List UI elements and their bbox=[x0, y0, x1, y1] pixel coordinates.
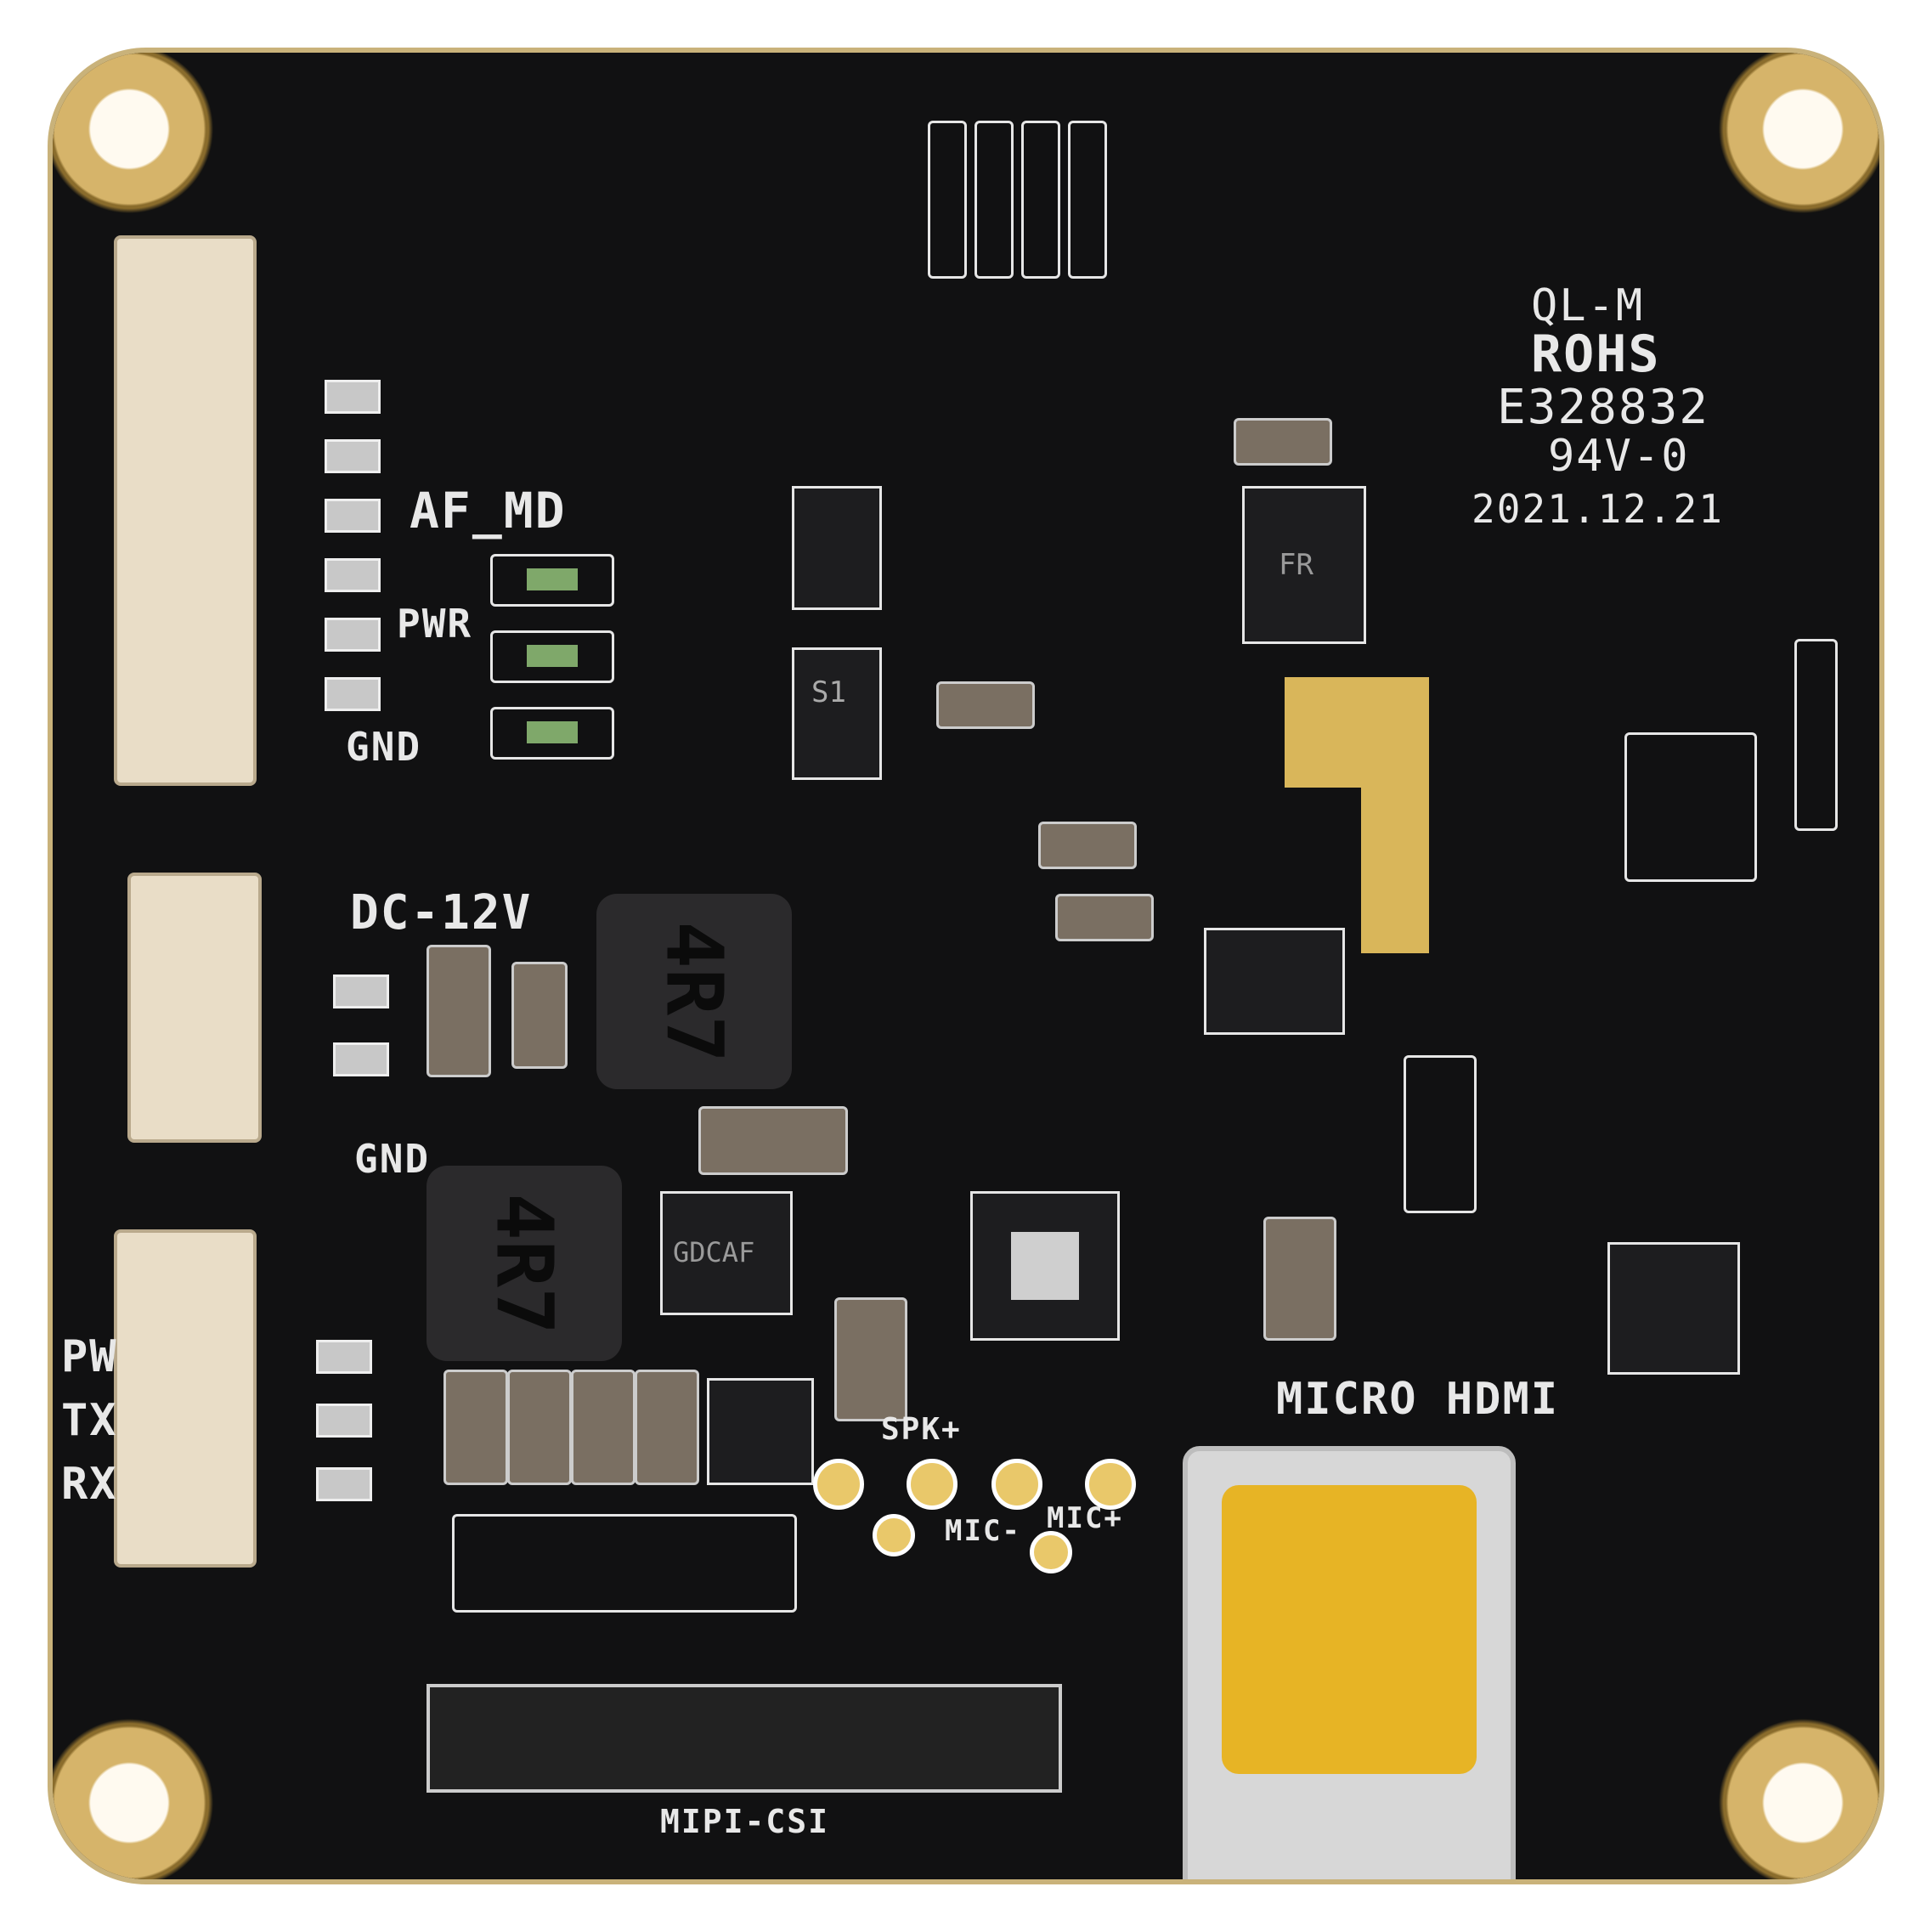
mounting-hole-top-right bbox=[1718, 53, 1879, 214]
connector-uart bbox=[114, 1229, 257, 1568]
silk-tx: TX bbox=[61, 1395, 118, 1446]
silk-date: 2021.12.21 bbox=[1472, 486, 1724, 532]
silk-s1: S1 bbox=[811, 675, 846, 709]
capacitor bbox=[1263, 1217, 1336, 1341]
capacitor bbox=[571, 1370, 636, 1485]
connector-top bbox=[114, 235, 257, 786]
silk-af-md: AF_MD bbox=[410, 482, 567, 539]
circuit-board: QL-M ROHS E328832 94V-0 2021.12.21 AF_MD… bbox=[53, 53, 1879, 1879]
thermal-pad bbox=[1361, 783, 1429, 953]
silk-rating: 94V-0 bbox=[1548, 431, 1690, 482]
connector-uart-pin bbox=[316, 1340, 372, 1374]
silk-ul-code: E328832 bbox=[1497, 380, 1710, 435]
connector-power bbox=[127, 873, 262, 1143]
micro-hdmi-shell bbox=[1222, 1485, 1477, 1774]
silk-mic-minus: MIC- bbox=[945, 1514, 1021, 1548]
buck-converter-chip: GDCAF bbox=[660, 1191, 793, 1315]
connector-power-pin bbox=[333, 974, 389, 1008]
inductor-1-label: 4R7 bbox=[648, 920, 740, 1063]
resistor bbox=[1624, 732, 1757, 882]
inductor-2: 4R7 bbox=[427, 1166, 622, 1361]
connector-uart-pin bbox=[316, 1404, 372, 1438]
silk-chip: GDCAF bbox=[673, 1236, 755, 1268]
inductor-1: 4R7 bbox=[596, 894, 792, 1089]
resistor bbox=[1794, 639, 1838, 831]
transistor-s1: S1 bbox=[792, 647, 882, 780]
mounting-hole-bottom-left bbox=[53, 1718, 214, 1879]
resistor bbox=[452, 1514, 797, 1613]
silk-gnd-mid: GND bbox=[354, 1136, 431, 1182]
mipi-csi-connector bbox=[427, 1684, 1062, 1793]
regulator-fr: FR bbox=[1242, 486, 1366, 644]
resistor bbox=[974, 121, 1014, 279]
pad-mic-minus bbox=[991, 1459, 1042, 1510]
regulator-right bbox=[1607, 1242, 1740, 1375]
capacitor bbox=[443, 1370, 508, 1485]
pad-spk-plus bbox=[813, 1459, 864, 1510]
capacitor bbox=[834, 1297, 907, 1421]
connector-top-pin bbox=[325, 380, 381, 414]
resistor bbox=[1404, 1055, 1477, 1213]
connector-power-pin bbox=[333, 1042, 389, 1076]
silk-mipi-csi: MIPI-CSI bbox=[660, 1803, 830, 1840]
mounting-hole-top-left bbox=[53, 53, 214, 214]
led-3 bbox=[490, 707, 614, 760]
silk-pwr-top: PWR bbox=[397, 601, 473, 647]
capacitor bbox=[427, 945, 491, 1077]
connector-top-pin bbox=[325, 499, 381, 533]
silk-gnd-top: GND bbox=[346, 724, 422, 770]
small-ic bbox=[707, 1378, 814, 1485]
silk-micro-hdmi: MICRO HDMI bbox=[1276, 1374, 1560, 1425]
capacitor bbox=[1038, 822, 1137, 869]
micro-hdmi-port bbox=[1183, 1446, 1516, 1879]
capacitor bbox=[635, 1370, 699, 1485]
silk-dc-12v: DC-12V bbox=[350, 885, 533, 941]
connector-top-pin bbox=[325, 439, 381, 473]
qfn-chip bbox=[970, 1191, 1120, 1341]
mounting-hole-bottom-right bbox=[1718, 1718, 1879, 1879]
transistor-top bbox=[792, 486, 882, 610]
connector-top-pin bbox=[325, 677, 381, 711]
silk-ql-m: QL-M bbox=[1531, 280, 1645, 331]
capacitor bbox=[511, 962, 568, 1069]
silk-mic-plus: MIC+ bbox=[1047, 1501, 1123, 1535]
connector-top-pin bbox=[325, 558, 381, 592]
connector-top-pin bbox=[325, 618, 381, 652]
regulator-mid bbox=[1204, 928, 1345, 1035]
capacitor bbox=[1055, 894, 1154, 941]
resistor bbox=[1021, 121, 1060, 279]
resistor bbox=[928, 121, 967, 279]
capacitor bbox=[698, 1106, 848, 1175]
silk-pw: PW bbox=[61, 1331, 118, 1382]
silk-spk-plus: SPK+ bbox=[881, 1412, 962, 1447]
connector-uart-pin bbox=[316, 1467, 372, 1501]
silk-rx: RX bbox=[61, 1459, 118, 1510]
pad-mic-plus bbox=[1085, 1459, 1136, 1510]
resistor bbox=[1068, 121, 1107, 279]
capacitor bbox=[936, 681, 1035, 729]
capacitor bbox=[1234, 418, 1332, 466]
pad-spk-minus bbox=[907, 1459, 958, 1510]
pad-aux bbox=[1030, 1531, 1072, 1573]
inductor-2-label: 4R7 bbox=[478, 1192, 570, 1335]
capacitor bbox=[507, 1370, 572, 1485]
silk-fr: FR bbox=[1279, 548, 1313, 582]
led-1 bbox=[490, 554, 614, 607]
led-2 bbox=[490, 630, 614, 683]
pad-aux bbox=[873, 1514, 915, 1556]
thermal-pad bbox=[1285, 677, 1429, 788]
silk-rohs: ROHS bbox=[1531, 325, 1661, 384]
